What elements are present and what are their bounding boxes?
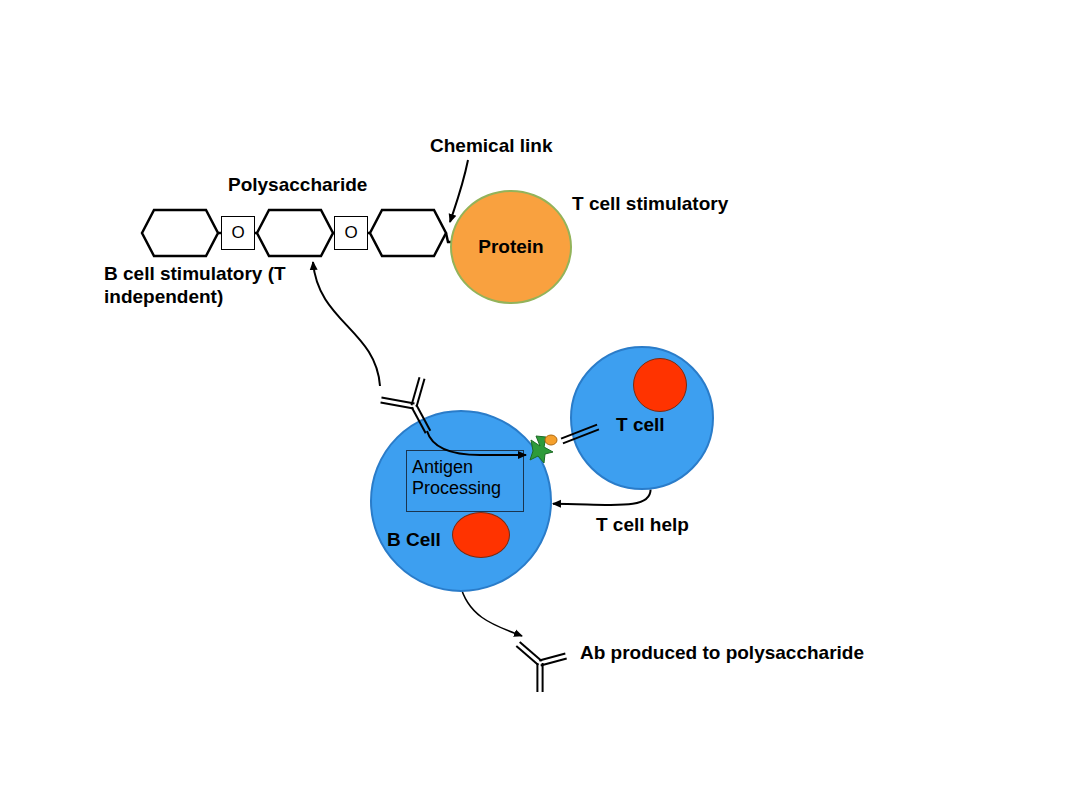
secretion-arrow	[460, 584, 522, 636]
antibody-chain	[381, 403, 414, 409]
linkage-box: O	[221, 216, 255, 250]
carrier-protein: Protein	[450, 190, 572, 304]
antibody-chain	[539, 653, 565, 660]
nucleus	[452, 512, 510, 558]
binding-arrow	[313, 262, 380, 386]
antibody-chain	[542, 663, 544, 692]
sugar-ring	[257, 210, 333, 256]
t-cell-receptor	[561, 425, 599, 444]
node-text: O	[231, 223, 244, 243]
node-text: O	[344, 223, 357, 243]
antibody-chain	[416, 379, 424, 407]
t-cell: T cell	[570, 346, 714, 490]
nucleus	[633, 358, 687, 412]
edge-label: T cell help	[594, 513, 691, 536]
part-label: T cell stimulatory	[572, 192, 728, 215]
node-text: B Cell	[387, 529, 441, 551]
sugar-rings	[142, 210, 446, 256]
antibody	[381, 377, 431, 433]
antibody-chain	[536, 663, 538, 692]
part-label: Polysaccharide	[228, 173, 367, 196]
mhc-molecule	[530, 436, 553, 463]
antibody-chain	[563, 429, 599, 443]
part-label: B cell stimulatory (T independent)	[104, 262, 299, 308]
antibody-chain	[412, 377, 420, 405]
node-text: Antigen Processing	[412, 457, 512, 499]
b-cell: B Cell Antigen Processing	[370, 410, 552, 592]
antibody-chain	[381, 397, 414, 403]
peptide	[545, 435, 557, 445]
antibody-chain	[561, 425, 597, 439]
callout-label: Chemical link	[430, 134, 553, 157]
sugar-ring	[142, 210, 218, 256]
linkage-box: O	[334, 216, 368, 250]
help-connector	[553, 489, 651, 505]
node-text: T cell	[616, 414, 665, 436]
antibody-chain	[412, 407, 426, 433]
internalisation-arrow	[427, 431, 526, 455]
process-box: Antigen Processing	[406, 450, 524, 512]
sugar-ring	[370, 210, 446, 256]
antibody	[516, 642, 566, 692]
antibody-chain	[516, 646, 538, 665]
antibody-chain	[416, 405, 430, 431]
node-text: Protein	[452, 236, 570, 258]
caption-label: Ab produced to polysaccharide	[580, 641, 864, 664]
